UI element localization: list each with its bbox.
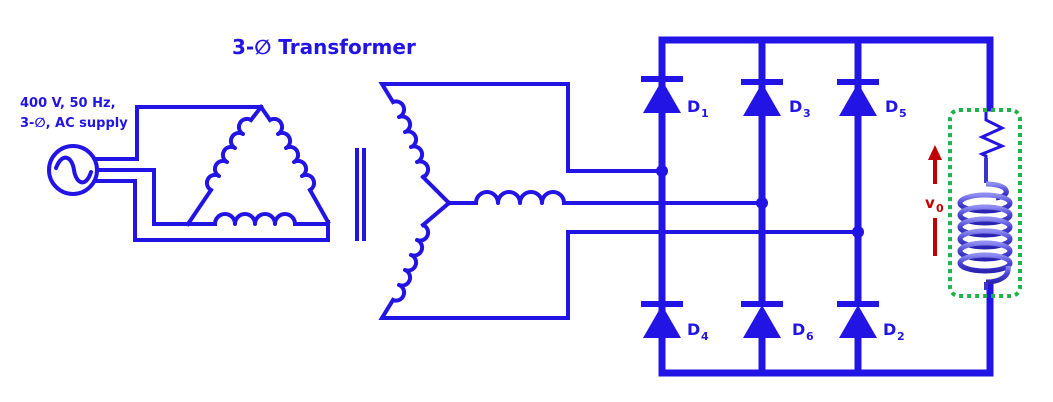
- svg-text:4: 4: [701, 330, 709, 343]
- diode-d4: D 4: [641, 301, 709, 343]
- junction-dot-b: [756, 197, 768, 209]
- output-voltage-subscript: 0: [936, 202, 944, 215]
- supply-wires: [95, 105, 330, 242]
- output-voltage-arrow: [928, 145, 942, 256]
- svg-text:D: D: [792, 320, 805, 339]
- svg-text:D: D: [687, 97, 700, 116]
- diode-d3: D 3: [741, 79, 811, 120]
- star-secondary-winding: [378, 82, 764, 320]
- svg-text:D: D: [789, 97, 802, 116]
- svg-text:2: 2: [897, 330, 905, 343]
- junction-dot-c: [852, 226, 864, 238]
- transformer-core: [355, 148, 366, 241]
- svg-text:1: 1: [701, 107, 709, 120]
- supply-label-line1: 400 V, 50 Hz,: [20, 96, 116, 111]
- delta-primary-winding: [185, 104, 331, 227]
- svg-text:D: D: [885, 97, 898, 116]
- transformer-title: 3-∅ Transformer: [232, 35, 416, 59]
- svg-text:3: 3: [803, 107, 811, 120]
- ac-source-icon: [47, 144, 99, 196]
- junction-dot-a: [656, 165, 668, 177]
- output-voltage-label: v: [925, 194, 935, 212]
- load-box: [948, 108, 1022, 298]
- inductor-coil-icon: [957, 158, 1013, 290]
- phase-lines: [566, 169, 860, 234]
- resistor-icon: [978, 108, 1006, 160]
- diode-d5: D 5: [837, 79, 907, 120]
- diode-d6: D 6: [741, 301, 814, 343]
- svg-text:D: D: [883, 320, 896, 339]
- svg-text:D: D: [687, 320, 700, 339]
- bridge-buses: [658, 36, 994, 377]
- svg-text:5: 5: [899, 107, 907, 120]
- svg-text:6: 6: [806, 330, 814, 343]
- diode-d2: D 2: [837, 301, 905, 343]
- supply-label-line2: 3-∅, AC supply: [20, 116, 128, 131]
- diode-d1: D 1: [641, 76, 709, 120]
